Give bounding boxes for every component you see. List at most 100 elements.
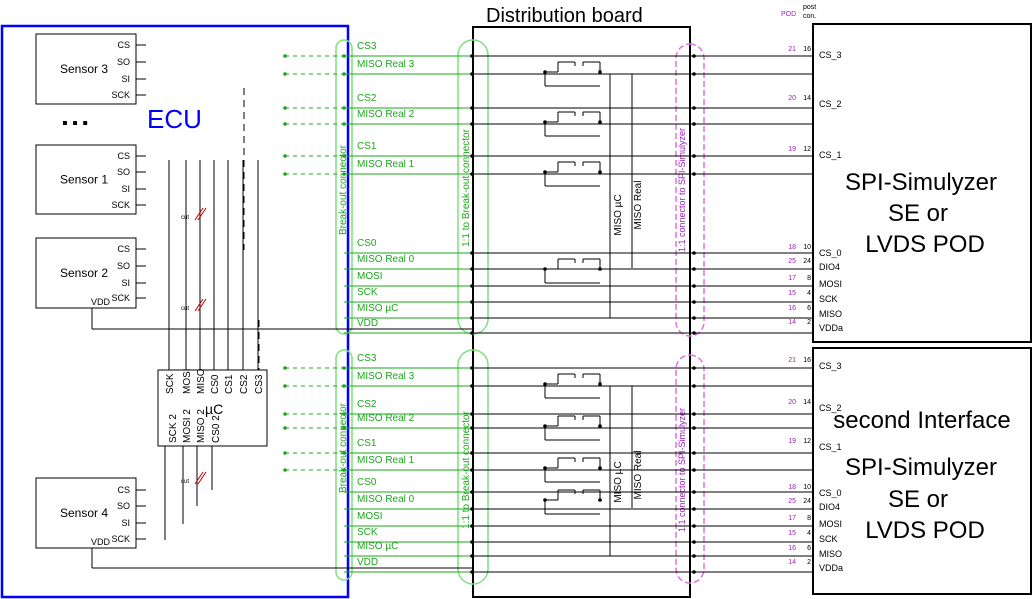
lower-switch-dot	[598, 498, 602, 502]
lower-post-num: 8	[807, 515, 811, 522]
lower-pin-label: CS_2	[819, 403, 842, 413]
lower-pin-label: MISO	[819, 549, 842, 559]
lower-conn-dot	[692, 366, 696, 370]
breakout-ellipse-lower	[335, 349, 353, 581]
upper-conn-dot	[692, 106, 696, 110]
upper-signal-label: CS0	[357, 238, 377, 249]
lower-pod-num: 19	[788, 438, 796, 445]
lower-conn-dot	[692, 570, 696, 574]
sensor-pin-label: SI	[121, 278, 130, 288]
lower-switch-dot	[543, 498, 547, 502]
upper-conn-dot	[692, 54, 696, 58]
lower-signal-label: SCK	[357, 527, 378, 538]
spi-conn-label-upper: 1:1 connector to SPI-Simulyzer	[677, 128, 687, 252]
cut-mark	[194, 207, 204, 221]
sensor-pin-label: SO	[117, 501, 130, 511]
lower-conn-dot	[692, 451, 696, 455]
lower-post-num: 14	[803, 399, 811, 406]
pod-header: POD	[781, 11, 796, 18]
spi-box2-line1: second Interface	[833, 407, 1010, 434]
lower-signal-label: CS3	[357, 353, 377, 364]
lower-pin-label: VDDa	[819, 563, 843, 573]
spi-conn-ellipse-lower	[675, 354, 705, 584]
upper-pod-num: 16	[788, 305, 796, 312]
sensor-pin-label: SI	[121, 74, 130, 84]
sensor-pin-label: SO	[117, 57, 130, 67]
upper-signal-label: MISO Real 2	[357, 109, 415, 120]
miso-uc-vlabel-lower: MISO µC	[613, 461, 624, 502]
lower-pod-num: 17	[788, 515, 796, 522]
upper-pin-label: CS_0	[819, 248, 842, 258]
upper-switch-dot	[543, 170, 547, 174]
sensor-name: Sensor 1	[60, 173, 108, 187]
spi-conn-ellipse-upper	[675, 43, 705, 337]
lower-pod-num: 15	[788, 530, 796, 537]
sensor-vdd-label: VDD	[91, 537, 111, 547]
lower-post-num: 6	[807, 545, 811, 552]
lower-signal-label: VDD	[357, 557, 378, 568]
cut-label: cut	[181, 215, 189, 221]
lower-conn-dot	[692, 426, 696, 430]
miso-real-vlabel-upper: MISO Real	[633, 181, 644, 230]
upper-signal-label: CS2	[357, 93, 377, 104]
upper-pod-num: 21	[788, 46, 796, 53]
sensor-box-1	[35, 33, 137, 105]
upper-conn-dot	[692, 331, 696, 335]
lower-signal-label: MOSI	[357, 511, 383, 522]
upper-pod-num: 18	[788, 244, 796, 251]
uc-label: µC	[205, 401, 223, 417]
lower-conn-dot	[692, 384, 696, 388]
lower-switch-dot	[598, 466, 602, 470]
lower-pod-num: 14	[788, 559, 796, 566]
upper-pin-label: CS_2	[819, 99, 842, 109]
cut-mark	[197, 471, 207, 485]
upper-post-num: 8	[807, 275, 811, 282]
lower-post-num: 16	[803, 357, 811, 364]
sensor-box-4	[35, 477, 137, 549]
lower-conn-dot	[692, 554, 696, 558]
cut-mark	[194, 471, 204, 485]
upper-switch-dot	[598, 267, 602, 271]
sensor-pin-label: CS	[117, 40, 130, 50]
upper-pod-num: 20	[788, 95, 796, 102]
upper-switch-dot	[598, 170, 602, 174]
upper-pod-num: 17	[788, 275, 796, 282]
uc-top-pin: CS3	[254, 374, 265, 394]
sensor-name: Sensor 2	[60, 266, 108, 280]
upper-conn-dot	[692, 267, 696, 271]
breakout-11-label-upper: 1:1 to Break-out connector	[461, 128, 472, 247]
upper-post-num: 12	[803, 146, 811, 153]
lower-conn-dot	[692, 540, 696, 544]
upper-pin-label: CS_1	[819, 150, 842, 160]
upper-switch-dot	[543, 120, 547, 124]
breakout-ellipse-upper	[335, 39, 353, 335]
lower-signal-label: MISO Real 3	[357, 371, 415, 382]
upper-switch-dot	[543, 70, 547, 74]
uc-top-pin: MISO	[196, 368, 207, 394]
breakout-11-ellipse-lower	[457, 349, 489, 585]
upper-conn-dot	[692, 172, 696, 176]
sensor-name: Sensor 4	[60, 506, 108, 520]
cut-label: cut	[181, 306, 189, 312]
sensor-vdd-label: VDD	[91, 297, 111, 307]
distribution-board-frame	[472, 26, 691, 598]
upper-conn-dot	[692, 300, 696, 304]
spi-box-lower	[812, 347, 1032, 595]
lower-signal-label: MISO µC	[357, 541, 398, 552]
spi-box1-line1: SPI-Simulyzer	[845, 169, 997, 196]
board-title: Distribution board	[486, 5, 643, 27]
upper-pin-label: CS_3	[819, 50, 842, 60]
lower-signal-label: CS0	[357, 477, 377, 488]
sensor-box-2	[35, 144, 137, 215]
upper-signal-label: MOSI	[357, 271, 383, 282]
sensor-pin-label: CS	[117, 151, 130, 161]
cut-mark	[197, 298, 207, 312]
upper-signal-label: CS3	[357, 41, 377, 52]
sensor-pin-label: SO	[117, 167, 130, 177]
upper-stub-dot	[283, 172, 287, 176]
upper-stub-dot	[283, 54, 287, 58]
upper-post-num: 2	[807, 319, 811, 326]
lower-pod-num: 20	[788, 399, 796, 406]
upper-stub-dot	[283, 122, 287, 126]
